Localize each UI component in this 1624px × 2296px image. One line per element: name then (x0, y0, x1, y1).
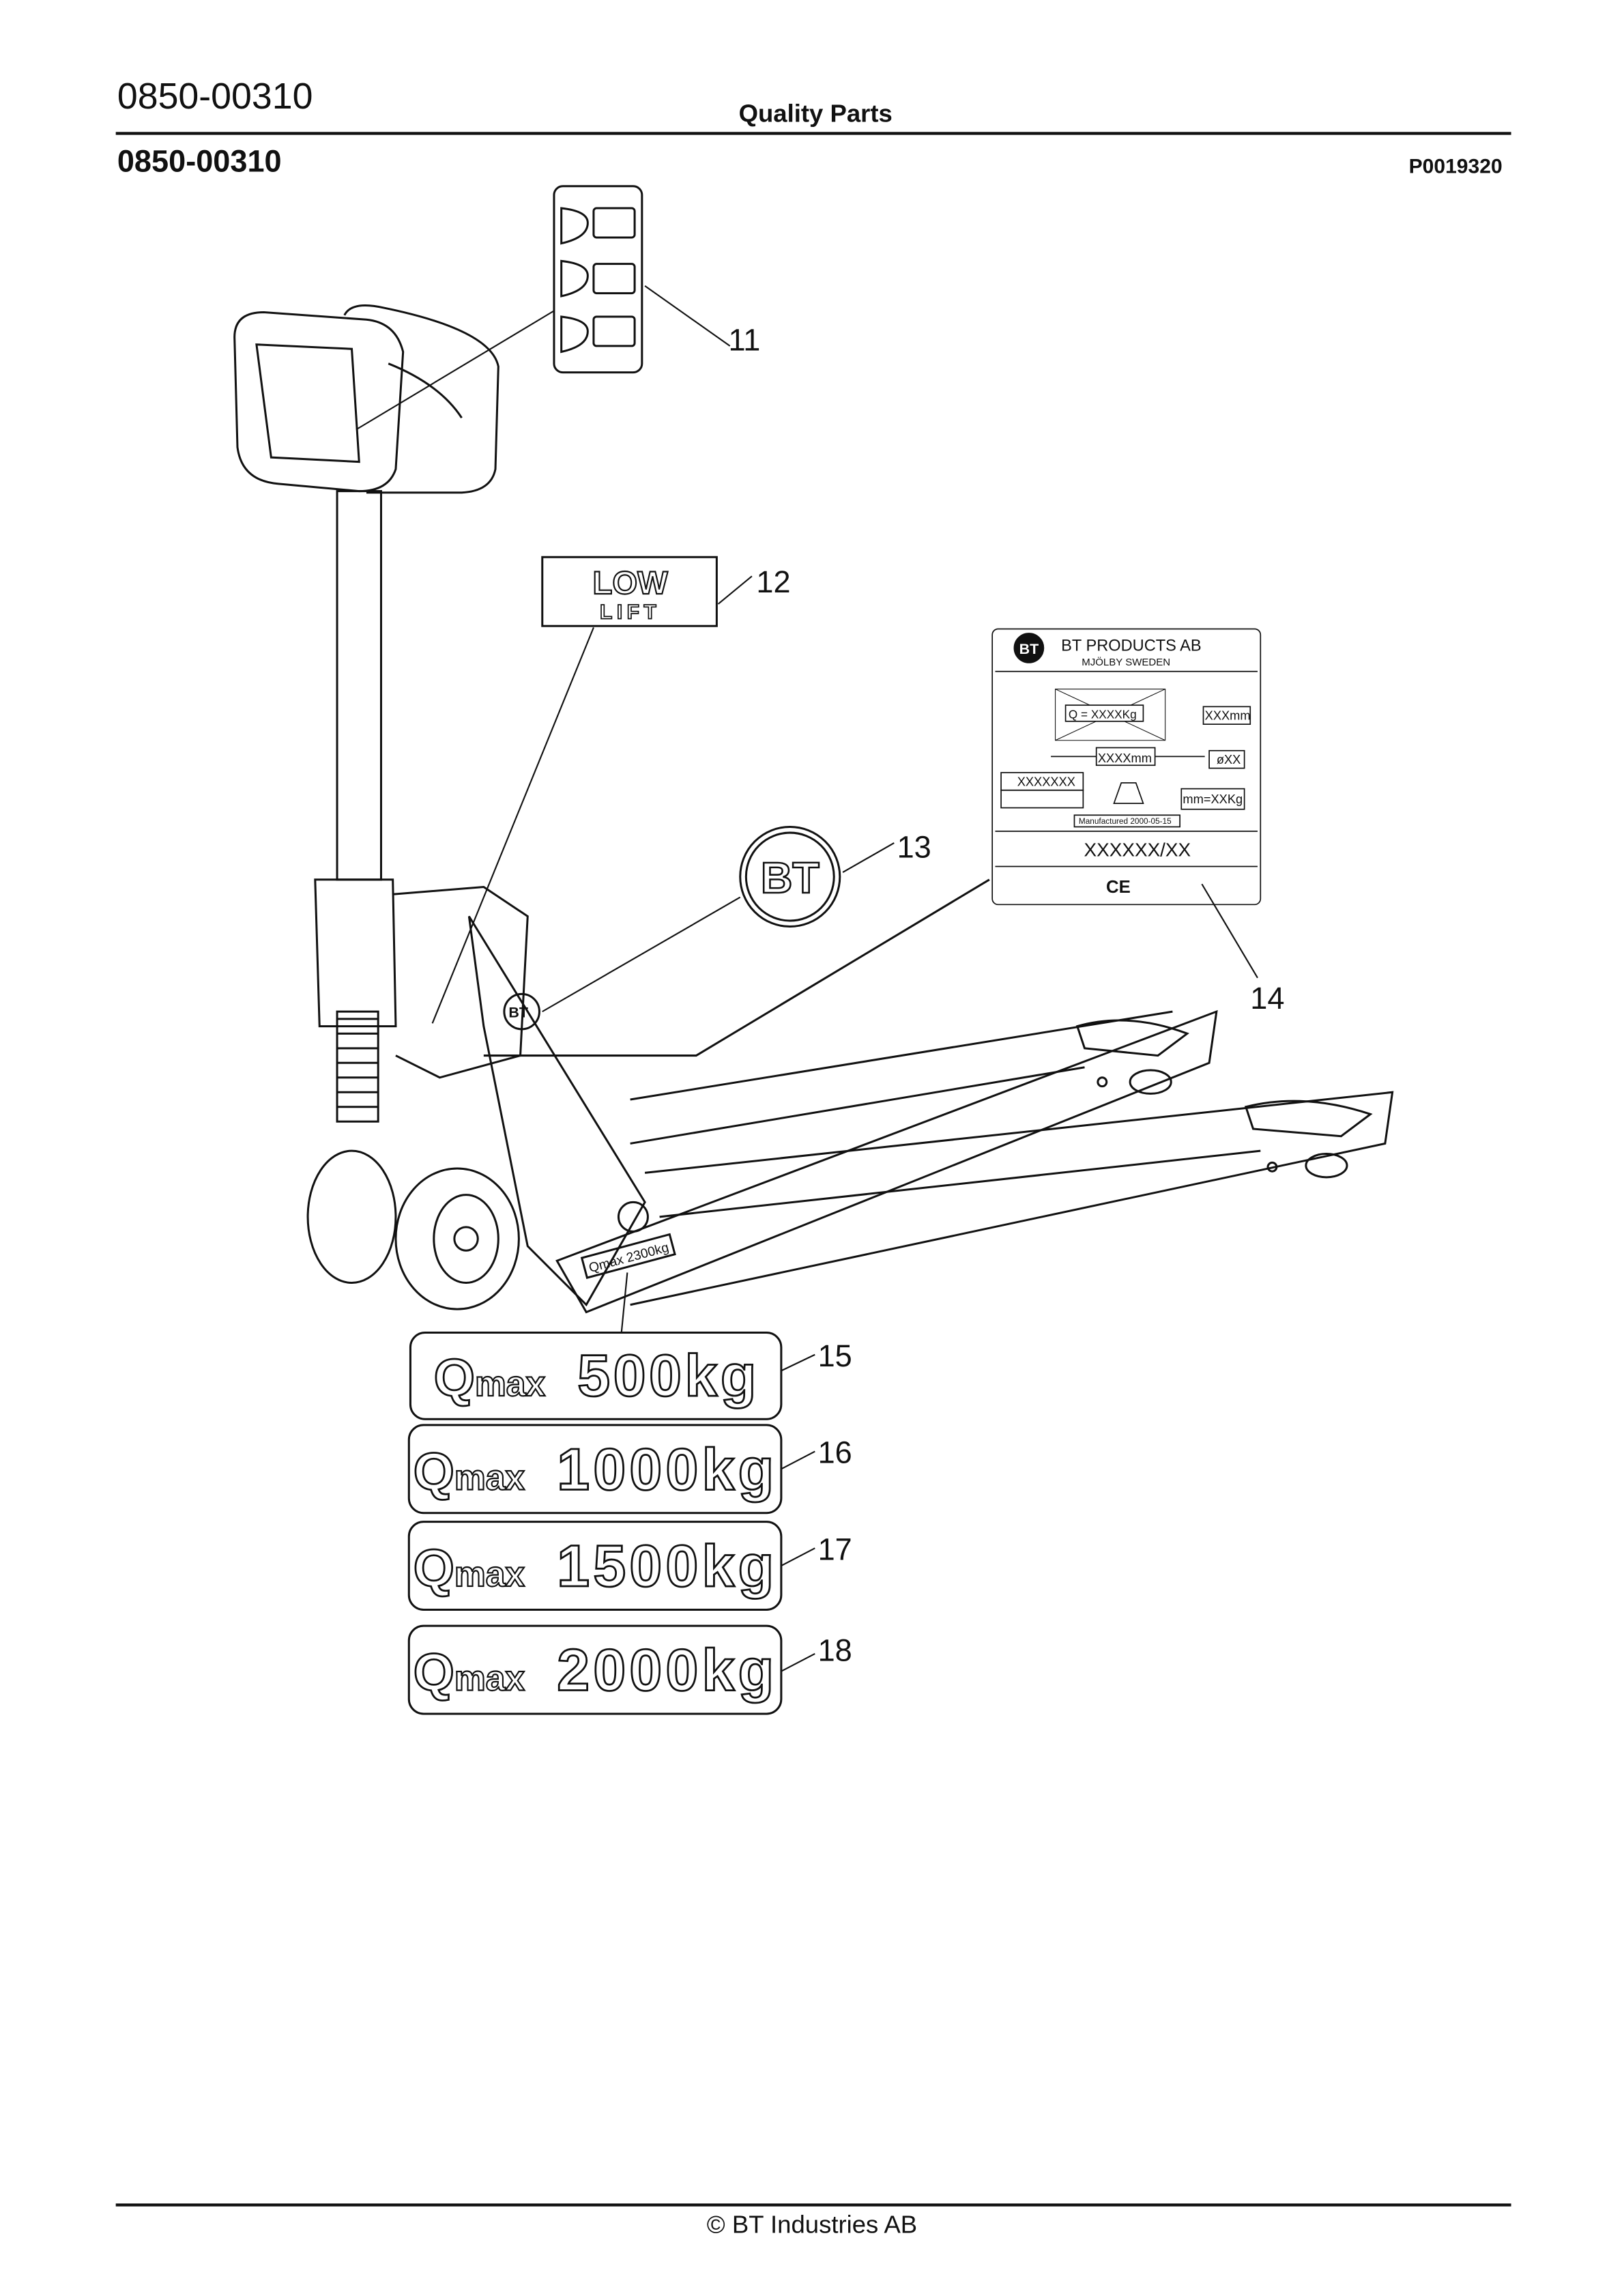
svg-text:Q = XXXXKg: Q = XXXXKg (1069, 708, 1137, 721)
callout-15: 15 (817, 1340, 852, 1374)
svg-text:max: max (454, 1457, 525, 1497)
svg-text:MJÖLBY SWEDEN: MJÖLBY SWEDEN (1082, 656, 1170, 668)
svg-text:LIFT: LIFT (600, 601, 661, 623)
doc-number: 0850-00310 (117, 76, 313, 117)
svg-text:LOW: LOW (593, 565, 669, 601)
page-title: Quality Parts (738, 100, 893, 128)
callout-14: 14 (1250, 982, 1285, 1016)
qmax-1500-decal: Q max 1500kg (407, 1521, 783, 1611)
qmax-1000-decal: Q max 1000kg (407, 1424, 783, 1515)
footer-divider (115, 2203, 1511, 2206)
svg-text:Q: Q (434, 1349, 475, 1407)
data-plate-decal: BT BT PRODUCTS AB MJÖLBY SWEDEN Q = XXXX… (991, 628, 1262, 906)
svg-text:500kg: 500kg (577, 1343, 756, 1409)
callout-17: 17 (817, 1533, 852, 1568)
callout-11: 11 (728, 324, 761, 358)
svg-text:Q: Q (414, 1539, 454, 1598)
svg-text:øXX: øXX (1217, 752, 1241, 766)
figure-id: P0019320 (1408, 154, 1503, 177)
callout-12: 12 (756, 566, 791, 600)
low-lift-decal: LOW LIFT (541, 556, 718, 627)
svg-text:BT PRODUCTS AB: BT PRODUCTS AB (1061, 637, 1202, 655)
svg-text:BT: BT (1019, 641, 1039, 657)
svg-text:1500kg: 1500kg (557, 1534, 774, 1599)
bt-logo-decal: BT (739, 825, 841, 928)
svg-text:max: max (475, 1364, 546, 1403)
section-number: 0850-00310 (117, 145, 282, 180)
svg-text:mm=XXKg: mm=XXKg (1183, 792, 1243, 806)
handle-function-decal (553, 185, 643, 374)
svg-text:Q: Q (414, 1644, 454, 1702)
svg-text:Manufactured 2000-05-15: Manufactured 2000-05-15 (1079, 816, 1172, 826)
svg-text:XXXXXXX: XXXXXXX (1017, 774, 1075, 788)
svg-text:BT: BT (761, 853, 820, 902)
svg-text:max: max (454, 1659, 525, 1698)
svg-text:XXXmm: XXXmm (1205, 708, 1251, 723)
svg-text:XXXXXX/XX: XXXXXX/XX (1084, 839, 1191, 860)
callout-18: 18 (817, 1635, 852, 1669)
svg-text:2000kg: 2000kg (557, 1638, 774, 1704)
svg-text:Q: Q (414, 1442, 454, 1501)
svg-text:CE: CE (1106, 878, 1131, 897)
header-divider (115, 132, 1511, 134)
svg-text:XXXXmm: XXXXmm (1098, 751, 1152, 765)
footer-copyright: © BT Industries AB (706, 2211, 918, 2239)
callout-13: 13 (897, 831, 931, 865)
leader-lines (356, 285, 1258, 1672)
callout-16: 16 (817, 1437, 852, 1471)
qmax-2000-decal: Q max 2000kg (407, 1624, 783, 1715)
svg-text:1000kg: 1000kg (557, 1437, 774, 1502)
svg-text:max: max (454, 1554, 525, 1594)
pallet-truck-drawing: BT Qmax 2300kg (233, 304, 1394, 1314)
svg-text:BT: BT (508, 1005, 528, 1021)
qmax-500-decal: Q max 500kg (409, 1332, 783, 1420)
